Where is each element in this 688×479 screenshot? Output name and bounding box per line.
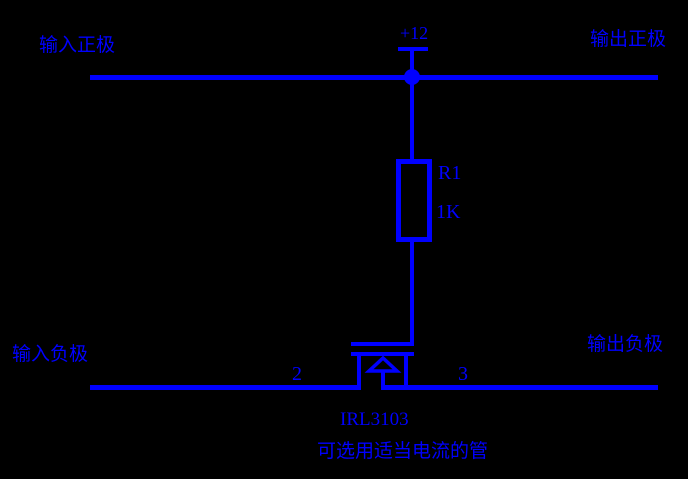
output-negative-label: 输出负极 xyxy=(587,333,664,355)
mosfet-drain-leg xyxy=(404,352,408,388)
mosfet-arrow-icon xyxy=(364,355,402,373)
positive-rail-wire xyxy=(90,75,658,80)
resistor-to-gate-wire xyxy=(410,240,414,345)
negative-rail-right-wire xyxy=(381,385,658,390)
negative-rail-left-wire xyxy=(90,385,361,390)
mosfet-part-number-label: IRL3103 xyxy=(340,409,409,430)
resistor-value-label: 1K xyxy=(436,201,461,223)
mosfet-note-label: 可选用适当电流的管 xyxy=(317,440,489,462)
pin-2-label: 2 xyxy=(292,363,302,385)
mosfet-source-leg xyxy=(357,352,361,388)
supply-stem-wire xyxy=(410,47,414,77)
input-positive-label: 输入正极 xyxy=(39,34,116,56)
input-negative-label: 输入负极 xyxy=(12,343,89,365)
resistor-designator-label: R1 xyxy=(438,162,462,184)
pin-3-label: 3 xyxy=(458,363,468,385)
supply-voltage-label: +12 xyxy=(400,23,429,43)
mosfet-channel-bar xyxy=(351,352,414,356)
rail-to-resistor-wire xyxy=(410,77,414,161)
output-positive-label: 输出正极 xyxy=(590,28,667,50)
mosfet-gate-plate xyxy=(351,342,414,346)
mosfet-body-leg xyxy=(381,370,385,388)
resistor-r1-body xyxy=(396,159,432,242)
